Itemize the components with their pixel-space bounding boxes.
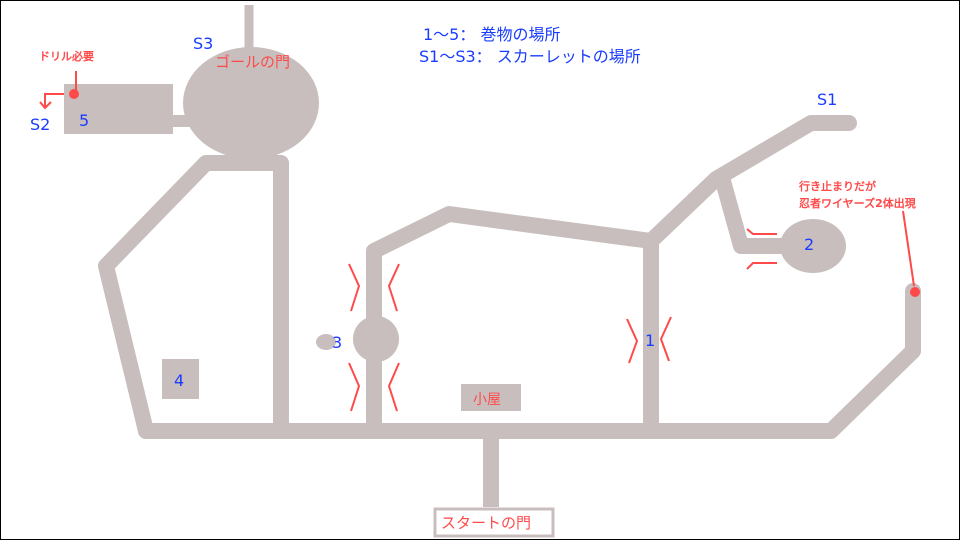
deadend-note-2: 忍者ワイヤーズ2体出現 [799, 197, 916, 210]
main-corridor [138, 283, 921, 439]
room-2 [780, 219, 846, 273]
deadend-note-1: 行き止まりだが [799, 180, 876, 193]
room2-corridor [715, 173, 799, 254]
north-east-corridor [643, 115, 857, 249]
legend-scarlet: S1～S3： スカーレットの場所 [419, 47, 641, 66]
label-5: 5 [79, 111, 90, 130]
room-4 [162, 359, 199, 399]
scroll-3-spot [316, 334, 336, 350]
left-loop [98, 155, 289, 439]
start-gate-label: スタートの門 [441, 514, 532, 532]
hut-label: 小屋 [473, 392, 501, 408]
label-s1: S1 [817, 90, 838, 109]
middle-loop [366, 206, 659, 439]
label-1: 1 [645, 331, 656, 350]
label-2: 2 [804, 235, 815, 254]
label-s2: S2 [30, 115, 51, 134]
goal-room [183, 47, 319, 159]
label-s3: S3 [193, 34, 214, 53]
deadend-point-icon [910, 287, 920, 297]
label-3: 3 [332, 333, 343, 352]
drill-note: ドリル必要 [39, 50, 94, 63]
room-3 [353, 316, 399, 362]
trap-markers [39, 71, 915, 412]
start-gate-box [433, 507, 555, 538]
label-4: 4 [174, 371, 185, 390]
room-5 [64, 84, 173, 134]
legend-scrolls: 1～5： 巻物の場所 [423, 25, 561, 44]
goal-gate-label: ゴールの門 [215, 53, 291, 71]
hut [461, 384, 521, 411]
drill-point-icon [69, 89, 79, 99]
